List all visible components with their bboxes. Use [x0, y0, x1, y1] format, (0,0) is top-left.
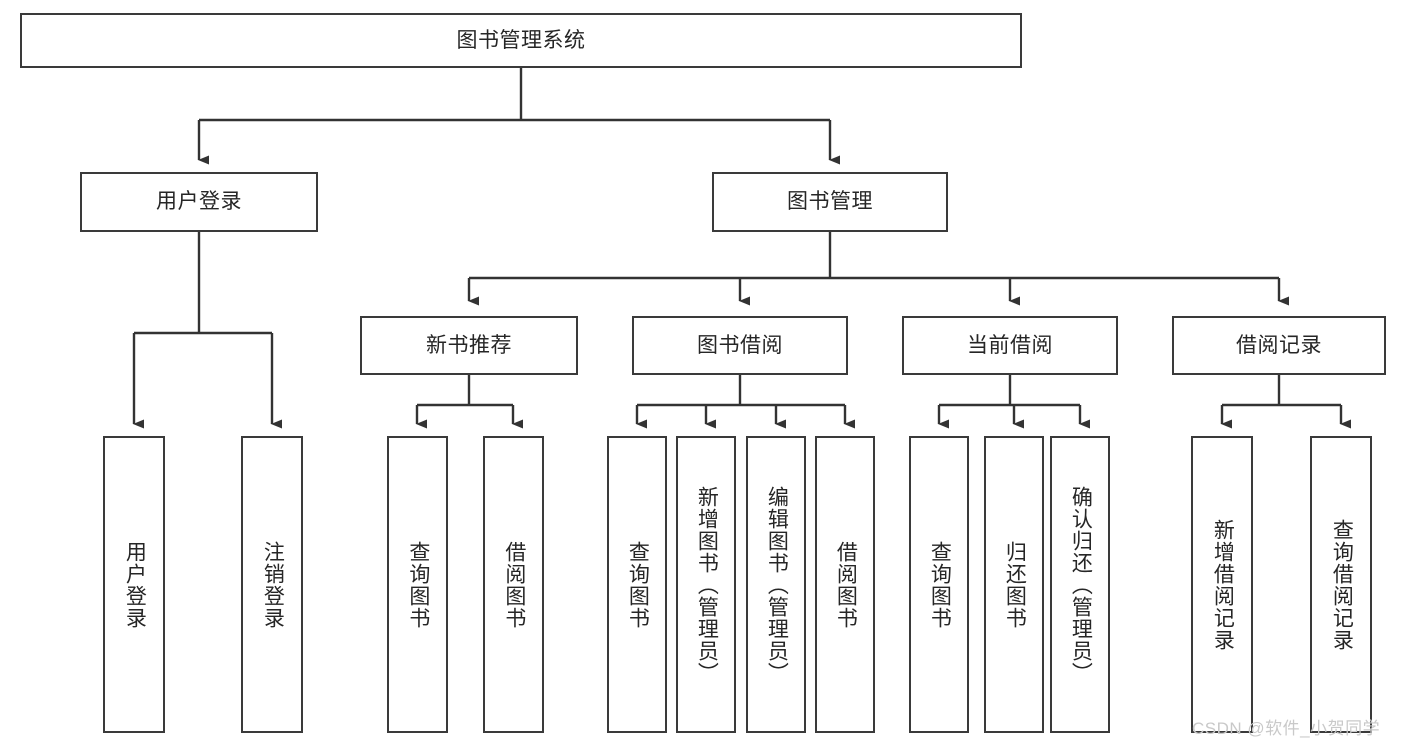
node-label: 借阅记录 — [1236, 333, 1322, 357]
leaf-borrow-edit-book-admin[interactable]: 编辑图书（管理员） — [746, 436, 806, 733]
node-label: 新书推荐 — [426, 333, 512, 357]
leaf-current-query-book[interactable]: 查询图书 — [909, 436, 969, 733]
leaf-user-login-logout[interactable]: 注销登录 — [241, 436, 303, 733]
leaf-borrow-borrow-book[interactable]: 借阅图书 — [815, 436, 875, 733]
node-label: 用户登录 — [156, 190, 242, 214]
leaf-recommend-borrow-book[interactable]: 借阅图书 — [483, 436, 544, 733]
node-label: 借阅图书 — [834, 540, 858, 629]
node-label: 当前借阅 — [967, 333, 1053, 357]
node-new-book-recommend[interactable]: 新书推荐 — [360, 316, 578, 375]
node-borrow-record[interactable]: 借阅记录 — [1172, 316, 1386, 375]
node-label: 注销登录 — [261, 540, 285, 629]
node-label: 图书管理系统 — [456, 28, 586, 52]
node-label: 借阅图书 — [502, 540, 526, 629]
leaf-record-add-record[interactable]: 新增借阅记录 — [1191, 436, 1253, 733]
node-label: 查询图书 — [928, 540, 952, 629]
node-label: 查询图书 — [626, 540, 650, 629]
node-label: 确认归还（管理员） — [1069, 485, 1093, 684]
node-label: 新增借阅记录 — [1211, 518, 1235, 651]
leaf-user-login-login[interactable]: 用户登录 — [103, 436, 165, 733]
leaf-current-return-book[interactable]: 归还图书 — [984, 436, 1044, 733]
node-label: 用户登录 — [123, 540, 147, 629]
node-current-borrow[interactable]: 当前借阅 — [902, 316, 1118, 375]
leaf-borrow-query-book[interactable]: 查询图书 — [607, 436, 667, 733]
node-label: 编辑图书（管理员） — [765, 485, 789, 684]
node-user-login[interactable]: 用户登录 — [80, 172, 318, 232]
node-label: 图书管理 — [787, 190, 873, 214]
node-label: 新增图书（管理员） — [695, 485, 719, 684]
node-book-borrow[interactable]: 图书借阅 — [632, 316, 848, 375]
node-label: 归还图书 — [1003, 540, 1027, 629]
node-root-system[interactable]: 图书管理系统 — [20, 13, 1022, 68]
leaf-current-confirm-return-admin[interactable]: 确认归还（管理员） — [1050, 436, 1110, 733]
node-label: 图书借阅 — [697, 333, 783, 357]
leaf-recommend-query-book[interactable]: 查询图书 — [387, 436, 448, 733]
node-label: 查询借阅记录 — [1330, 518, 1354, 651]
leaf-record-query-record[interactable]: 查询借阅记录 — [1310, 436, 1372, 733]
node-label: 查询图书 — [406, 540, 430, 629]
leaf-borrow-add-book-admin[interactable]: 新增图书（管理员） — [676, 436, 736, 733]
node-book-management[interactable]: 图书管理 — [712, 172, 948, 232]
